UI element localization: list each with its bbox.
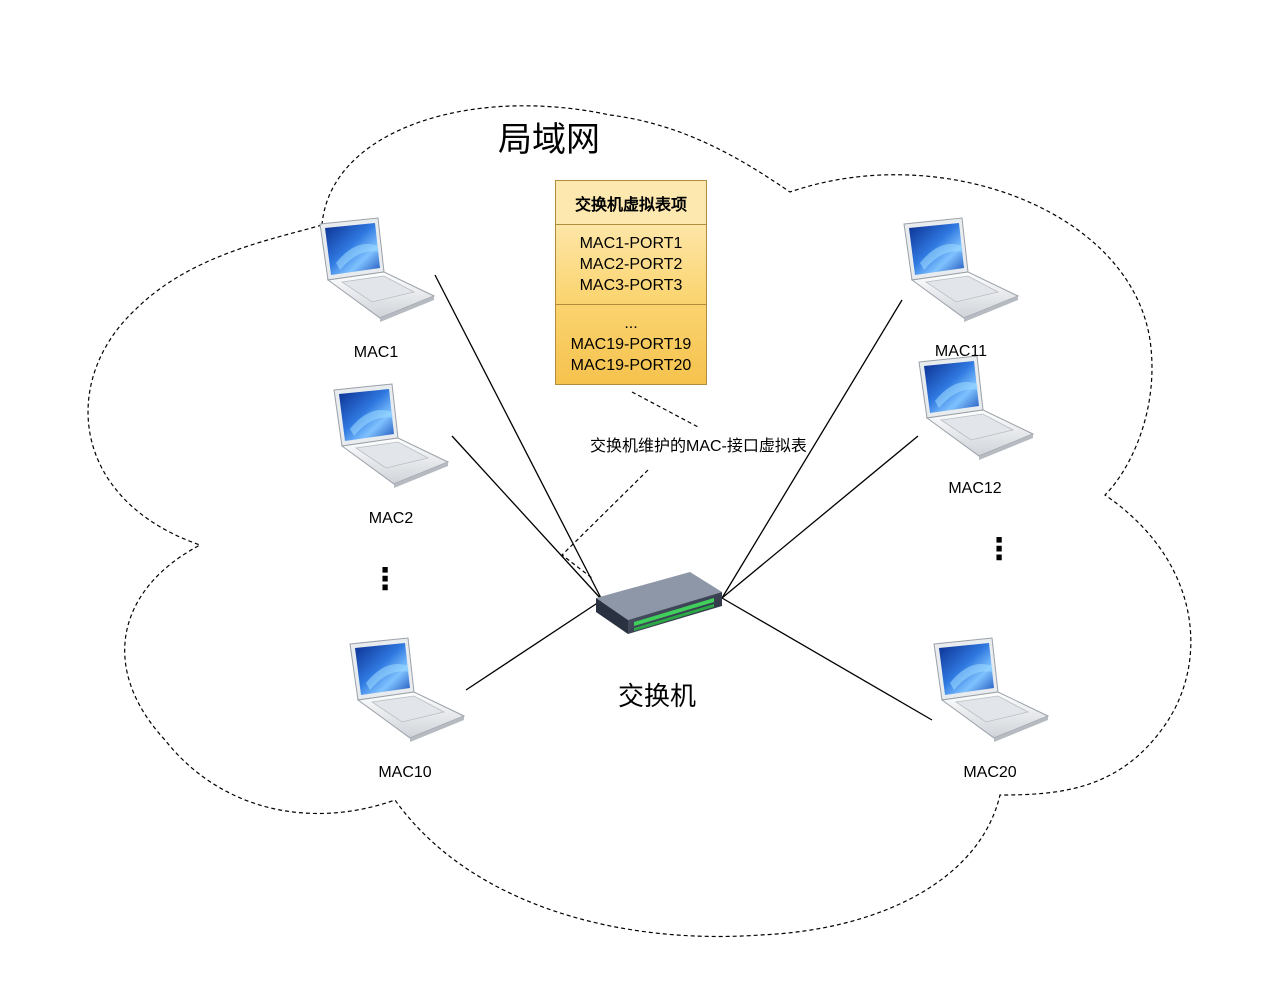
mac-table-group2: ... MAC19-PORT19 MAC19-PORT20	[556, 304, 706, 384]
mac-table: 交换机虚拟表项 MAC1-PORT1 MAC2-PORT2 MAC3-PORT3…	[555, 180, 707, 385]
host-label-mac10: MAC10	[378, 764, 432, 781]
link-mac10	[465, 599, 603, 691]
laptop-icon-mac2	[333, 383, 449, 489]
mac-table-entry: MAC3-PORT3	[579, 277, 683, 294]
table-pointer-line	[561, 391, 701, 579]
mac-table-entry: MAC1-PORT1	[579, 235, 683, 252]
right-ellipsis: ⋮	[984, 533, 1014, 566]
host-label-mac1: MAC1	[353, 344, 399, 361]
laptop-icon-mac11	[903, 217, 1019, 323]
mac-table-entry: MAC19-PORT20	[570, 357, 692, 374]
host-label-mac20: MAC20	[963, 764, 1017, 781]
network-switch-icon	[596, 572, 722, 634]
link-mac2	[451, 435, 603, 601]
mac-table-caption: 交换机维护的MAC-接口虚拟表	[590, 438, 807, 455]
host-label-mac11: MAC11	[934, 343, 988, 360]
laptop-icon-mac20	[933, 637, 1049, 743]
switch-label: 交换机	[618, 681, 697, 711]
mac-table-entry: MAC2-PORT2	[579, 256, 683, 273]
laptop-icon-mac12	[918, 355, 1034, 461]
link-mac20	[721, 597, 933, 721]
laptop-icon-mac10	[349, 637, 465, 743]
mac-table-entry: MAC19-PORT19	[570, 336, 692, 353]
lan-title: 局域网	[498, 121, 600, 159]
laptop-icon-mac1	[319, 217, 435, 323]
link-mac1	[434, 274, 603, 601]
host-label-mac12: MAC12	[948, 480, 1002, 497]
mac-table-entry: ...	[624, 315, 638, 332]
mac-table-header: 交换机虚拟表项	[556, 181, 706, 225]
lan-cloud-boundary	[87, 105, 1192, 938]
host-label-mac2: MAC2	[368, 510, 414, 527]
link-mac12	[721, 435, 919, 599]
link-mac11	[721, 299, 903, 599]
mac-table-group1: MAC1-PORT1 MAC2-PORT2 MAC3-PORT3	[556, 225, 706, 304]
links	[434, 274, 933, 721]
left-ellipsis: ⋮	[370, 563, 400, 596]
